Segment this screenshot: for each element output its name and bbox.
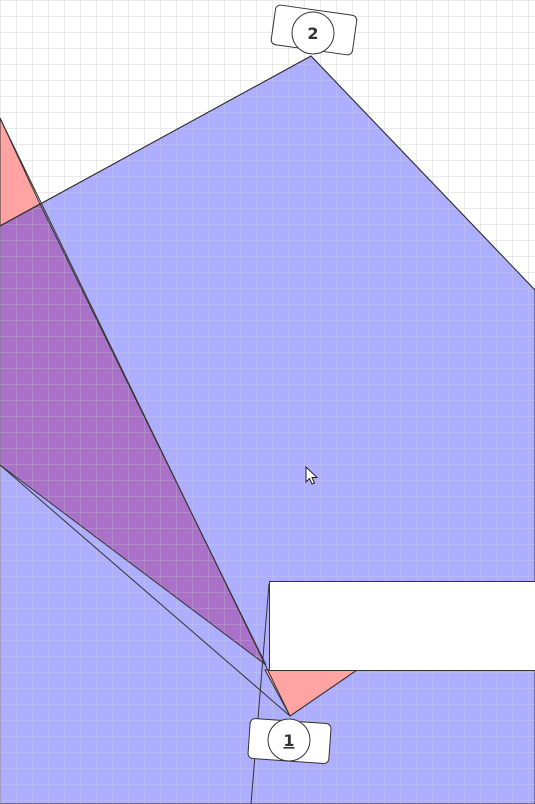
node-1-label: 1 [283,731,294,750]
red-edge-lower [0,464,291,717]
red-edge-left [0,117,291,717]
red-edge-right [289,669,358,717]
blue-edge-right [310,55,535,291]
node-1-circle [267,718,311,762]
blue-edge-bottom [250,583,270,804]
white-panel[interactable] [269,581,535,671]
node-1-badge[interactable]: 1 [247,718,332,764]
node-2-badge[interactable]: 2 [270,4,358,56]
node-2-label: 2 [307,24,318,43]
arrow-cursor-icon [305,465,319,485]
blue-edge-left [0,55,312,227]
node-2-circle [291,11,335,55]
overlap-grid-overlay [0,204,266,665]
